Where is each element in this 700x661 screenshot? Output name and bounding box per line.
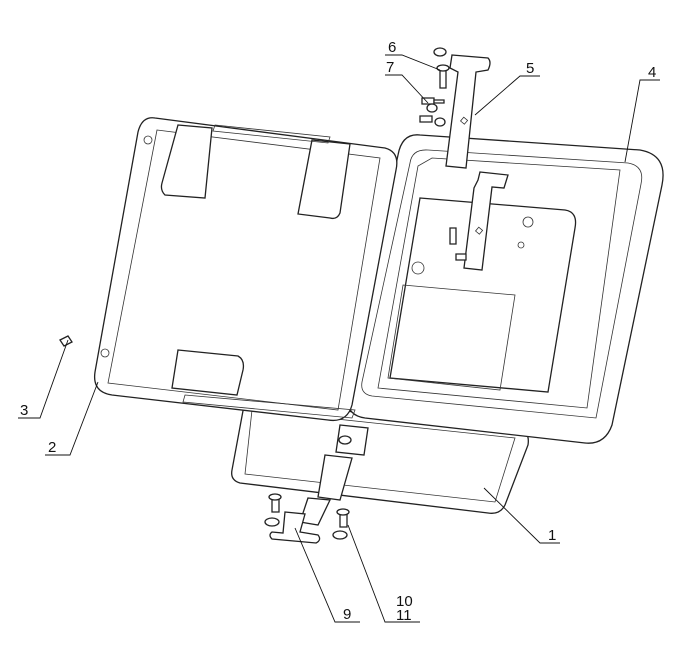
callout-5: 5 — [526, 60, 534, 77]
callout-3: 3 — [20, 402, 28, 419]
callout-10: 10 — [396, 593, 413, 610]
top-fasteners — [419, 47, 467, 261]
hinge — [299, 424, 369, 526]
leader-lines — [18, 54, 660, 623]
callout-9: 9 — [343, 606, 351, 623]
mounting-plate — [387, 197, 577, 393]
callout-7: 7 — [386, 59, 394, 76]
cover — [93, 117, 398, 422]
callout-2: 2 — [48, 439, 56, 456]
top-bracket — [445, 54, 509, 271]
clip — [59, 335, 73, 347]
callout-11: 11 — [396, 607, 412, 624]
callout-4: 4 — [648, 64, 656, 81]
hinge-bracket — [264, 493, 350, 544]
callout-1: 1 — [548, 527, 556, 544]
callout-6: 6 — [388, 39, 396, 56]
